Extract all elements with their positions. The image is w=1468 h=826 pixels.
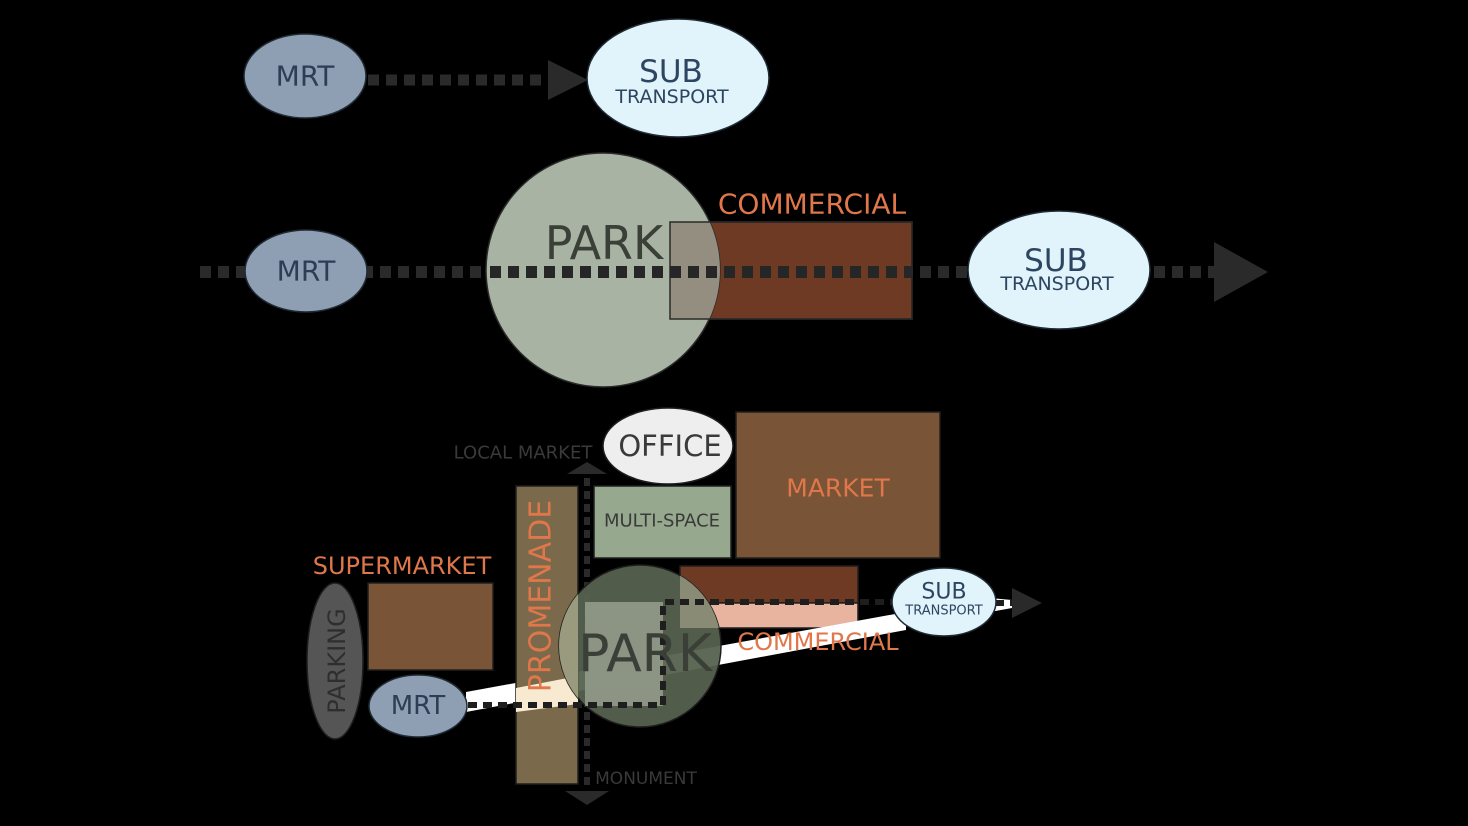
row3-mrt-node: [368, 674, 468, 738]
row3-supermarket-label: SUPERMARKET: [313, 552, 492, 580]
row3-multi-space-label: MULTI-SPACE: [604, 511, 720, 532]
row1-mrt-to-sub-transport: MRT SUB TRANSPORT: [243, 18, 770, 138]
row2-mrt-node: [244, 229, 368, 313]
row3-site-plan: MARKET OFFICE LOCAL MARKET MULTI-SPACE S…: [306, 407, 1042, 805]
row3-transport-label: TRANSPORT: [904, 604, 982, 619]
row3-mrt-label: MRT: [391, 691, 446, 721]
row1-sub-label: SUB: [639, 54, 703, 90]
row2-park-label: PARK: [545, 216, 665, 270]
row3-office-label: OFFICE: [618, 429, 721, 463]
row1-sub-transport-node: [586, 18, 770, 138]
row2-mrt-label: MRT: [277, 255, 337, 288]
row3-down-arrowhead-icon: [565, 791, 609, 805]
row3-parking-label: PARKING: [323, 608, 351, 713]
row3-dotted-route: [468, 599, 895, 708]
row3-sub-label: SUB: [921, 580, 966, 605]
row3-sub-transport-node: [891, 567, 997, 637]
row3-commercial-dark-block: [679, 565, 859, 604]
row3-up-arrowhead-icon: [567, 462, 607, 474]
row3-park-inner-square: [585, 602, 663, 706]
row3-park-label: PARK: [578, 624, 714, 684]
row2-transport-label: TRANSPORT: [999, 273, 1114, 295]
row1-arrowhead-icon: [548, 60, 588, 100]
row3-promenade-label: PROMENADE: [524, 500, 559, 692]
row3-market-label: MARKET: [786, 474, 890, 503]
row3-office-node: [602, 407, 734, 485]
row3-parking-node: [306, 582, 364, 740]
row1-transport-label: TRANSPORT: [614, 86, 729, 108]
row3-commercial-label: COMMERCIAL: [737, 628, 899, 656]
row3-market-block: [735, 411, 941, 559]
row3-supermarket-block: [367, 582, 494, 671]
row1-mrt-node: [243, 33, 367, 119]
row2-sub-label: SUB: [1024, 243, 1088, 279]
row2-sub-transport-node: [967, 210, 1151, 330]
row2-arrowhead-icon: [1214, 242, 1268, 302]
row3-right-arrowhead-icon: [1012, 588, 1042, 618]
row2-linear-corridor: MRT PARK COMMERCIAL SUB TRANSPORT: [200, 152, 1268, 388]
row3-monument-label: MONUMENT: [595, 769, 697, 789]
row2-commercial-label: COMMERCIAL: [718, 188, 907, 221]
row1-mrt-label: MRT: [276, 60, 336, 93]
row3-local-market-label: LOCAL MARKET: [454, 443, 594, 464]
row3-multi-space-block: [593, 485, 732, 559]
